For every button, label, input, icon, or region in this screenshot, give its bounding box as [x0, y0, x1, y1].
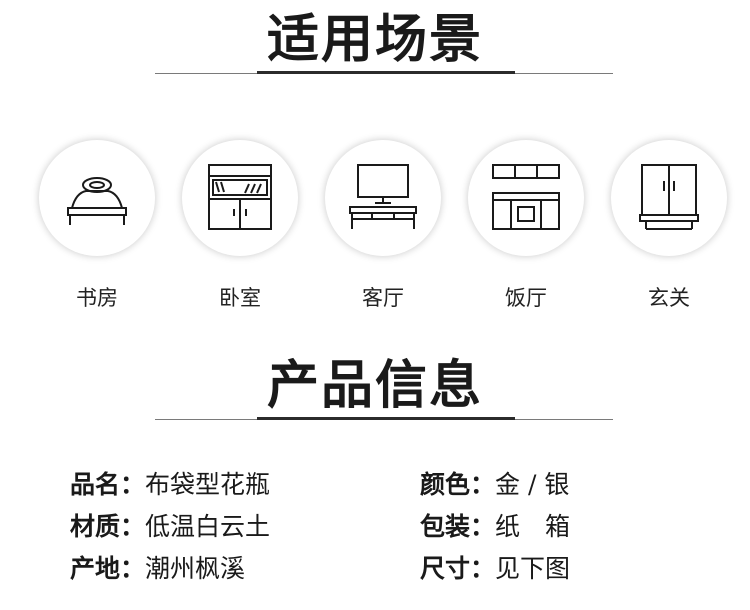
- scene-label: 客厅: [362, 286, 404, 310]
- info-packaging: 包装：纸 箱: [420, 514, 570, 539]
- info-color: 颜色：金 / 银: [420, 472, 569, 497]
- info-name: 品名：布袋型花瓶: [70, 472, 270, 497]
- scene-label: 饭厅: [505, 286, 547, 310]
- cabinet-icon: [208, 164, 272, 230]
- scene-study: 书房: [37, 140, 157, 312]
- product-title-underline: [257, 417, 515, 420]
- scene-circle: [611, 140, 727, 256]
- scenes-section-title: 适用场景: [266, 9, 483, 70]
- bed-icon: [67, 177, 127, 225]
- scene-circle: [325, 140, 441, 256]
- info-key: 颜色：: [420, 470, 496, 499]
- scene-label: 卧室: [219, 286, 261, 310]
- info-key: 材质：: [70, 512, 146, 541]
- info-value: 布袋型花瓶: [145, 470, 271, 499]
- tv-stand-icon: [349, 164, 417, 229]
- info-size: 尺寸：见下图: [420, 556, 570, 581]
- info-key: 尺寸：: [420, 554, 496, 583]
- info-key: 包装：: [420, 512, 496, 541]
- scene-dining-room: 饭厅: [466, 140, 586, 312]
- sideboard-icon: [492, 164, 560, 230]
- info-key: 产地：: [70, 554, 146, 583]
- info-value: 金 / 银: [495, 470, 570, 499]
- info-value: 见下图: [495, 554, 571, 583]
- info-key: 品名：: [70, 470, 146, 499]
- info-origin: 产地：潮州枫溪: [70, 556, 245, 581]
- scene-entrance: 玄关: [609, 140, 729, 312]
- scene-bedroom: 卧室: [180, 140, 300, 312]
- scenes-title-underline: [257, 71, 515, 74]
- info-value: 低温白云土: [145, 512, 271, 541]
- info-material: 材质：低温白云土: [70, 514, 270, 539]
- scene-circle: [182, 140, 298, 256]
- info-value: 潮州枫溪: [145, 554, 246, 583]
- scene-circle: [468, 140, 584, 256]
- scene-circle: [39, 140, 155, 256]
- wardrobe-icon: [639, 164, 699, 230]
- info-value: 纸 箱: [495, 512, 571, 541]
- scene-living-room: 客厅: [323, 140, 443, 312]
- scene-label: 书房: [76, 286, 118, 310]
- product-section-title: 产品信息: [266, 355, 483, 416]
- scene-label: 玄关: [648, 286, 690, 310]
- scenes-row: 书房 卧室: [0, 140, 750, 310]
